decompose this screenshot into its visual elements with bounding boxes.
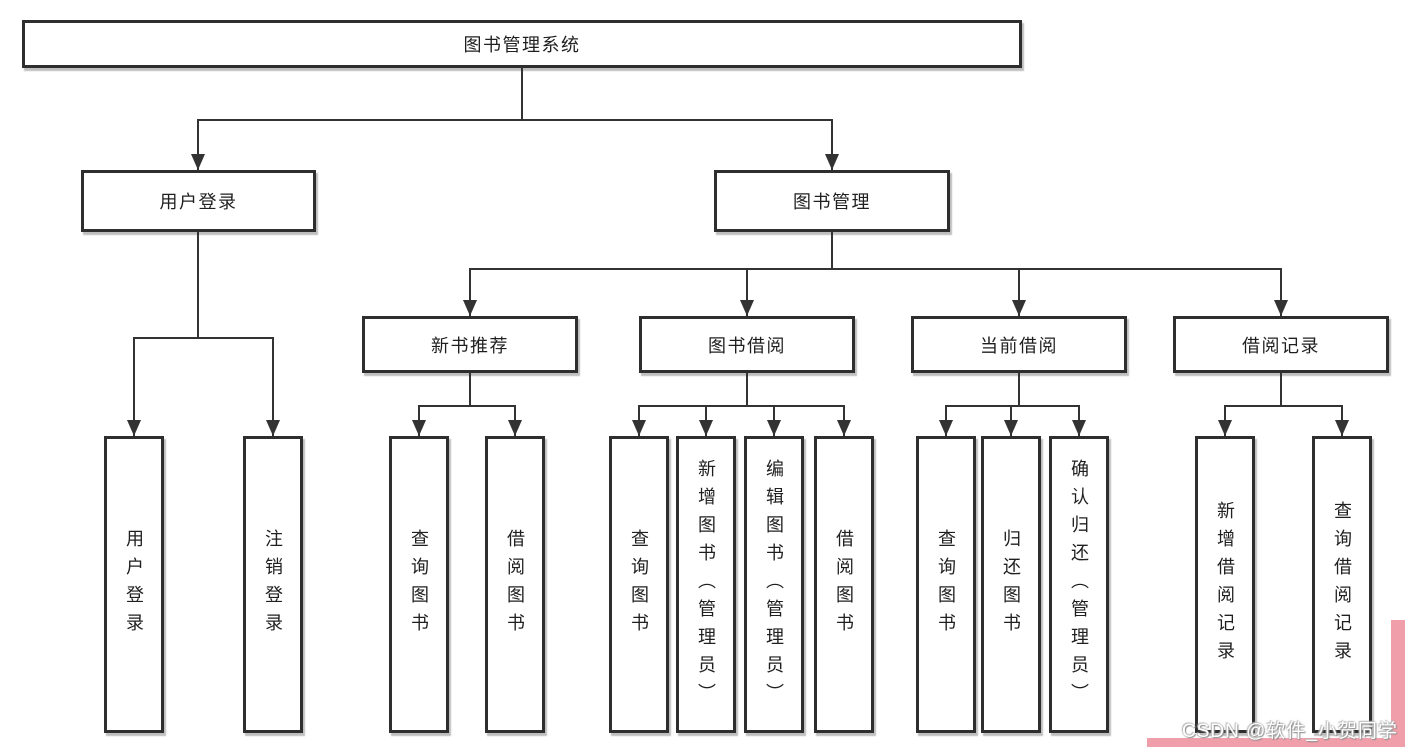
node-label: 查询图书 — [409, 528, 429, 641]
arrowhead-down-icon — [463, 300, 477, 316]
node-label: 当前借阅 — [980, 335, 1058, 356]
csdn-watermark: CSDN @软件_小贺同学 — [1182, 721, 1398, 742]
node-label: 编辑图书（管理员） — [764, 458, 784, 711]
node-library-management-system: 图书管理系统 — [22, 20, 1022, 68]
arrowhead-down-icon — [191, 154, 205, 170]
node-label: 归还图书 — [1001, 528, 1021, 641]
node-new-book-recommendation: 新书推荐 — [362, 316, 578, 373]
connector-line — [521, 68, 523, 119]
arrowhead-down-icon — [1218, 420, 1232, 436]
connector-line — [1018, 268, 1020, 316]
node-label: 查询图书 — [629, 528, 649, 641]
arrowhead-down-icon — [1335, 420, 1349, 436]
connector-line — [831, 119, 833, 170]
connector-line — [418, 405, 516, 407]
leaf-user-login: 用户登录 — [104, 436, 164, 733]
leaf-borrow-books-newbook: 借阅图书 — [485, 436, 545, 733]
leaf-edit-books-admin: 编辑图书（管理员） — [744, 436, 804, 733]
arrowhead-down-icon — [266, 420, 280, 436]
arrowhead-down-icon — [699, 420, 713, 436]
watermark-pink-strip-right — [1391, 620, 1405, 747]
arrowhead-down-icon — [508, 420, 522, 436]
arrowhead-down-icon — [740, 300, 754, 316]
node-label: 用户登录 — [159, 192, 238, 212]
node-current-borrowing: 当前借阅 — [911, 316, 1127, 373]
leaf-add-borrow-record: 新增借阅记录 — [1195, 436, 1255, 733]
connector-line — [746, 373, 748, 405]
node-label: 查询借阅记录 — [1332, 500, 1352, 669]
arrowhead-down-icon — [837, 420, 851, 436]
arrowhead-down-icon — [632, 420, 646, 436]
connector-line — [746, 268, 748, 316]
arrowhead-down-icon — [1274, 300, 1288, 316]
connector-line — [1280, 373, 1282, 405]
node-user-login: 用户登录 — [81, 170, 316, 232]
leaf-borrow-books-borrowing: 借阅图书 — [814, 436, 874, 733]
node-borrowing-records: 借阅记录 — [1173, 316, 1389, 373]
arrowhead-down-icon — [1012, 300, 1026, 316]
leaf-query-books-newbook: 查询图书 — [389, 436, 449, 733]
node-label: 新增借阅记录 — [1215, 500, 1235, 669]
leaf-return-books: 归还图书 — [981, 436, 1041, 733]
watermark-pink-strip-bottom — [1147, 738, 1405, 747]
node-book-borrowing: 图书借阅 — [639, 316, 855, 373]
arrowhead-down-icon — [767, 420, 781, 436]
leaf-logout: 注销登录 — [243, 436, 303, 733]
leaf-query-books-borrowing: 查询图书 — [609, 436, 669, 733]
node-label: 图书管理 — [793, 192, 871, 212]
connector-line — [469, 268, 1282, 270]
connector-line — [1018, 373, 1020, 405]
connector-line — [197, 119, 833, 121]
connector-line — [197, 119, 199, 170]
node-label: 借阅记录 — [1242, 335, 1320, 356]
node-label: 用户登录 — [124, 528, 144, 641]
node-label: 图书借阅 — [708, 335, 786, 356]
connector-line — [197, 232, 199, 337]
node-label: 图书管理系统 — [463, 35, 581, 55]
node-label: 借阅图书 — [834, 528, 854, 641]
arrowhead-down-icon — [1004, 420, 1018, 436]
arrowhead-down-icon — [825, 154, 839, 170]
node-label: 查询图书 — [936, 528, 956, 641]
leaf-add-books-admin: 新增图书（管理员） — [676, 436, 736, 733]
node-label: 注销登录 — [263, 528, 283, 641]
connector-line — [1224, 405, 1342, 407]
node-label: 新书推荐 — [431, 335, 509, 356]
connector-line — [1280, 268, 1282, 316]
arrowhead-down-icon — [1072, 420, 1086, 436]
arrowhead-down-icon — [412, 420, 426, 436]
node-label: 借阅图书 — [505, 528, 525, 641]
arrowhead-down-icon — [127, 420, 141, 436]
leaf-confirm-return-admin: 确认归还（管理员） — [1049, 436, 1109, 733]
connector-line — [469, 268, 471, 316]
connector-line — [133, 337, 135, 436]
connector-line — [831, 232, 833, 268]
node-book-management: 图书管理 — [714, 170, 950, 232]
connector-line — [133, 337, 274, 339]
connector-line — [638, 405, 845, 407]
connector-line — [945, 405, 1080, 407]
leaf-query-borrow-record: 查询借阅记录 — [1312, 436, 1372, 733]
node-label: 新增图书（管理员） — [696, 458, 716, 711]
connector-line — [272, 337, 274, 436]
leaf-query-books-current: 查询图书 — [916, 436, 976, 733]
node-label: 确认归还（管理员） — [1069, 458, 1089, 711]
arrowhead-down-icon — [939, 420, 953, 436]
connector-line — [469, 373, 471, 405]
